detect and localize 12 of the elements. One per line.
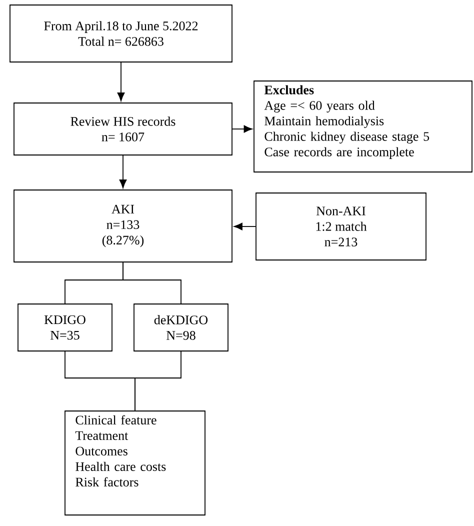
process-box: From April.18 to June 5.2022 Total n= 626863 [10, 4, 232, 62]
arrow [119, 155, 127, 188]
process-box: Clinical feature Treatment Outcomes Health care costs Risk factors [64, 410, 206, 516]
arrow [234, 222, 256, 230]
process-box: Review HIS records n= 1607 [14, 102, 232, 156]
arrow [232, 125, 252, 133]
process-box: AKI n=133 (8.27%) [14, 190, 232, 262]
process-box: Non-AKI 1:2 match n=213 [256, 192, 426, 260]
process-box: deKDIGO N=98 [134, 304, 228, 352]
arrow [117, 62, 125, 102]
process-box: KDIGO N=35 [18, 304, 112, 352]
process-box: Excludes Age =< 60 years old Maintain hemodialysis Chronic kidney disease stage 5 Case records are incomplete [254, 80, 472, 172]
